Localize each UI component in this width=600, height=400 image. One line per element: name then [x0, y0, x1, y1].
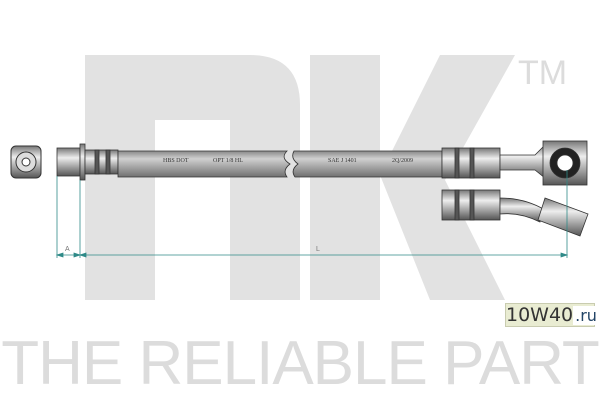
nk-logo: TM — [85, 54, 567, 300]
slogan: THE RELIABLE PART — [1, 329, 599, 398]
hose-label-3: SAE J 1401 — [328, 158, 357, 164]
hose-label-1: HBS DOT — [163, 158, 189, 164]
hose-label-4: 2Q/2009 — [392, 158, 413, 164]
hose-label-2: OPT 1/8 HL — [213, 158, 243, 164]
watermark-main: 10W40 — [506, 304, 574, 326]
right-banjo-fitting — [441, 140, 588, 186]
watermark-suffix: .ru — [573, 306, 599, 325]
end-view-icon — [10, 145, 42, 179]
left-fitting — [56, 143, 119, 181]
trademark-symbol: TM — [518, 54, 567, 92]
dimension-lines — [55, 170, 569, 258]
dimension-l-label: L — [316, 246, 320, 253]
watermark-10w40: 10W40.ru — [505, 303, 599, 327]
dimension-a-label: A — [65, 246, 70, 253]
alternate-fitting — [441, 189, 589, 237]
hose — [117, 150, 443, 178]
